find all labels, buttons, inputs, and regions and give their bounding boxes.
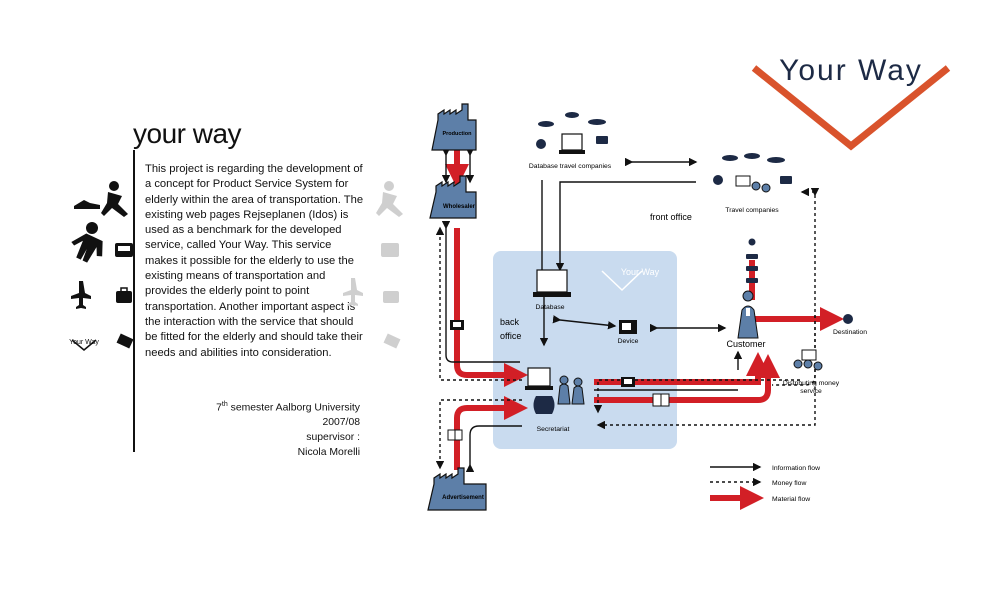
svg-text:Secretariat: Secretariat (537, 426, 570, 433)
secretariat-node: Secretariat (525, 367, 585, 433)
icon-column-dark: Your Way (69, 181, 134, 351)
svg-text:Wholesaler: Wholesaler (443, 204, 476, 210)
svg-text:Database: Database (535, 304, 564, 311)
title-divider (133, 150, 135, 452)
svg-text:Your Way: Your Way (69, 339, 99, 346)
faded-suitcase-icon (383, 291, 399, 303)
transport-stack (746, 238, 758, 283)
front-office-label: front office (650, 212, 692, 222)
back-office-area (493, 251, 677, 449)
credits-university: 7th semester Aalborg University (216, 401, 360, 414)
back-office-label-2: office (500, 331, 521, 341)
icon-column-faded (343, 181, 403, 349)
faded-person-icon (376, 181, 403, 217)
connector-book-icon-2 (652, 393, 670, 407)
svg-text:Advertisement: Advertisement (442, 495, 484, 501)
customer-node: Customer (726, 290, 766, 349)
svg-text:Production: Production (442, 131, 472, 137)
your-way-logo: Your Way (751, 58, 951, 151)
page-title: your way (133, 118, 242, 149)
device-node: Device (618, 320, 639, 345)
legend-information: Information flow (772, 465, 820, 472)
distributing-money-node: Distributing money service (783, 349, 840, 395)
ticket-icon (116, 333, 134, 349)
database-node: Database (533, 269, 571, 311)
legend-material: Material flow (772, 496, 810, 503)
svg-text:Customer: Customer (726, 339, 765, 349)
credits-supervisor-name: Nicola Morelli (297, 447, 360, 459)
back-office-label-1: back (500, 317, 520, 327)
bus-icon (115, 243, 133, 257)
svg-text:Distributing money: Distributing money (783, 380, 840, 387)
legend: Information flow Money flow Material flo… (710, 462, 820, 510)
travel-companies-node: Travel companies (713, 153, 792, 214)
legend-money: Money flow (772, 480, 806, 487)
svg-text:Travel companies: Travel companies (725, 207, 779, 214)
airplane-icon (71, 281, 91, 309)
person-icon (71, 222, 103, 263)
logo-text: Your Way (779, 58, 923, 87)
advertisement-node: Advertisement (427, 467, 487, 511)
database-travel-node: Database travel companies (529, 112, 612, 170)
production-node: Production (431, 103, 477, 151)
svg-text:Database travel companies: Database travel companies (529, 163, 612, 170)
svg-text:service: service (800, 388, 822, 395)
credits-year: 2007/08 (322, 417, 360, 429)
faded-airplane-icon (343, 278, 363, 306)
wholesaler-node: Wholesaler (429, 175, 477, 219)
shoe-icon (74, 200, 100, 209)
credits: 7th semester Aalborg University 2007/08 … (200, 397, 360, 460)
connector-book-icon-1 (447, 429, 463, 441)
svg-text:Destination: Destination (833, 329, 867, 336)
project-description: This project is regarding the developmen… (145, 163, 364, 359)
connector-device-icon-2 (621, 377, 635, 387)
svg-text:Device: Device (618, 338, 639, 345)
falling-person-icon (101, 181, 128, 217)
suitcase-icon (116, 287, 132, 303)
connector-device-icon-1 (450, 320, 464, 330)
destination-node: Destination (833, 314, 867, 336)
credits-supervisor-label: supervisor : (306, 432, 360, 444)
flow-diagram: Your Way Production (427, 103, 867, 511)
faded-ticket-icon (383, 333, 401, 349)
faded-bus-icon (381, 243, 399, 257)
mini-logo-icon: Your Way (69, 339, 99, 351)
